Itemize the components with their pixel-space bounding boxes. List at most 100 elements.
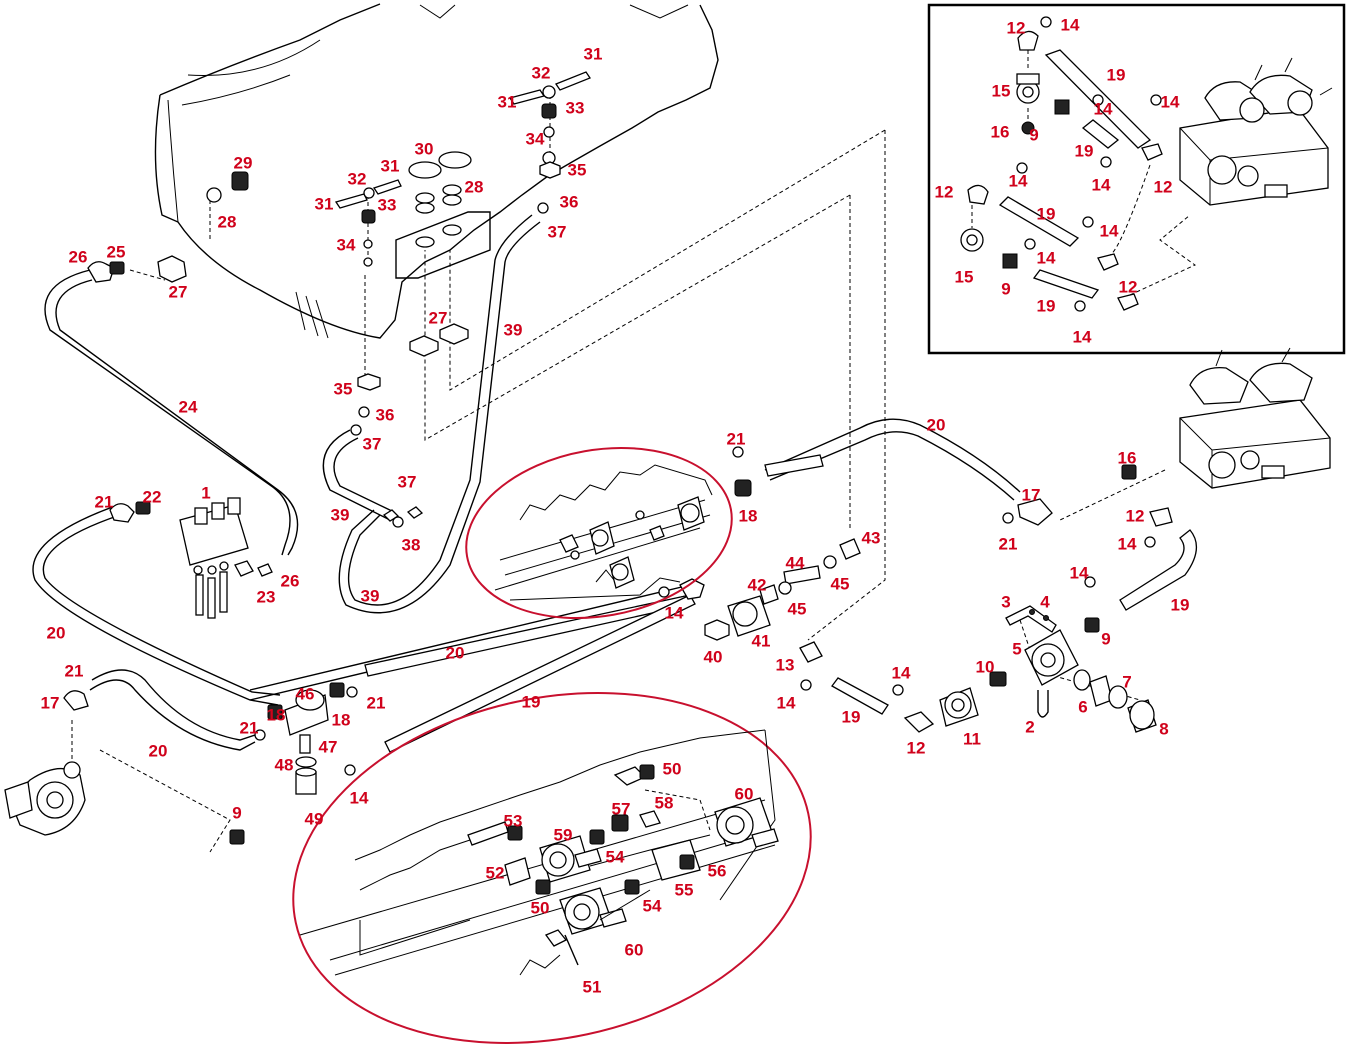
callout-label: 14 [1070, 563, 1089, 582]
callout-label: 46 [296, 684, 315, 703]
callout-label: 32 [348, 169, 367, 188]
dashed-routing [71, 95, 1166, 853]
callout-label: 17 [41, 693, 60, 712]
callout-label: 19 [1037, 204, 1056, 223]
callout-label: 32 [532, 63, 551, 82]
callout-label: 42 [748, 575, 767, 594]
callout-label: 18 [267, 705, 286, 724]
callout-label: 2 [1025, 717, 1034, 736]
callout-label: 5 [1012, 639, 1021, 658]
callout-label: 20 [47, 623, 66, 642]
callout-label: 21 [240, 718, 259, 737]
callout-label: 31 [315, 194, 334, 213]
callout-label: 19 [522, 692, 541, 711]
callout-label: 21 [65, 661, 84, 680]
callout-label: 14 [1092, 175, 1111, 194]
callout-label: 14 [1009, 171, 1028, 190]
callout-label: 8 [1159, 719, 1168, 738]
callout-label: 27 [429, 308, 448, 327]
callout-label: 31 [584, 44, 603, 63]
callout-label: 20 [446, 643, 465, 662]
callout-label: 14 [1118, 534, 1137, 553]
callout-label: 35 [568, 160, 587, 179]
callout-label: 7 [1122, 672, 1131, 691]
callout-label: 44 [786, 553, 805, 572]
callout-label: 58 [655, 793, 674, 812]
callout-label: 12 [1154, 177, 1173, 196]
callout-label: 23 [257, 587, 276, 606]
callout-label: 6 [1078, 697, 1087, 716]
callout-label: 34 [337, 235, 356, 254]
callout-label: 14 [1037, 248, 1056, 267]
callout-label: 35 [334, 379, 353, 398]
callout-label: 50 [531, 898, 550, 917]
callout-label: 53 [504, 811, 523, 830]
callout-label: 39 [361, 586, 380, 605]
callout-label: 40 [704, 647, 723, 666]
callout-label: 1 [201, 483, 210, 502]
lower-detail [299, 729, 779, 976]
callout-label: 45 [788, 599, 807, 618]
tank-outline [154, 3, 719, 339]
callout-label: 38 [402, 535, 421, 554]
callout-label: 37 [398, 472, 417, 491]
callout-label: 19 [1107, 65, 1126, 84]
callout-label: 9 [1101, 629, 1110, 648]
callout-label: 19 [842, 707, 861, 726]
callout-label: 20 [149, 741, 168, 760]
callout-label: 14 [1073, 327, 1092, 346]
callout-label: 41 [752, 631, 771, 650]
callout-label: 9 [1001, 279, 1010, 298]
callout-label: 39 [504, 320, 523, 339]
callout-label: 60 [625, 940, 644, 959]
callout-label: 14 [892, 663, 911, 682]
callout-label: 21 [367, 693, 386, 712]
callout-label: 20 [927, 415, 946, 434]
callout-label: 12 [907, 738, 926, 757]
callout-label: 31 [381, 156, 400, 175]
callout-label: 16 [991, 122, 1010, 141]
callout-label: 14 [777, 693, 796, 712]
callout-label: 37 [548, 222, 567, 241]
callout-label: 18 [332, 710, 351, 729]
callout-label: 9 [232, 803, 241, 822]
callout-label: 48 [275, 755, 294, 774]
callout-label: 51 [583, 977, 602, 996]
callout-label: 14 [1061, 15, 1080, 34]
fittings [4, 71, 1173, 845]
callout-label: 34 [526, 129, 545, 148]
callout-label: 39 [331, 505, 350, 524]
callout-label: 15 [992, 81, 1011, 100]
callout-label: 17 [1022, 485, 1041, 504]
callout-label: 49 [305, 809, 324, 828]
callout-label: 45 [831, 574, 850, 593]
callout-label: 21 [95, 492, 114, 511]
callout-label: 13 [776, 655, 795, 674]
callout-label: 14 [1100, 221, 1119, 240]
callout-label: 14 [1094, 99, 1113, 118]
callout-label: 16 [1118, 448, 1137, 467]
callout-label: 14 [665, 603, 684, 622]
callout-label: 21 [999, 534, 1018, 553]
inset-plumbing [960, 16, 1196, 312]
upper-detail [494, 464, 713, 601]
callout-label: 19 [1037, 296, 1056, 315]
callout-label: 12 [935, 182, 954, 201]
callout-label: 52 [486, 863, 505, 882]
callout-label: 19 [1171, 595, 1190, 614]
callout-label: 60 [735, 784, 754, 803]
callout-label: 28 [218, 212, 237, 231]
callout-label: 3 [1001, 592, 1010, 611]
callout-label: 55 [675, 880, 694, 899]
callout-label: 12 [1126, 506, 1145, 525]
callout-label: 21 [727, 429, 746, 448]
callout-label: 54 [643, 896, 662, 915]
callout-label: 36 [376, 405, 395, 424]
callout-label: 28 [465, 177, 484, 196]
callout-label: 31 [498, 92, 517, 111]
callout-label: 14 [350, 788, 369, 807]
callout-label: 56 [708, 861, 727, 880]
inset-pump [1179, 57, 1333, 206]
